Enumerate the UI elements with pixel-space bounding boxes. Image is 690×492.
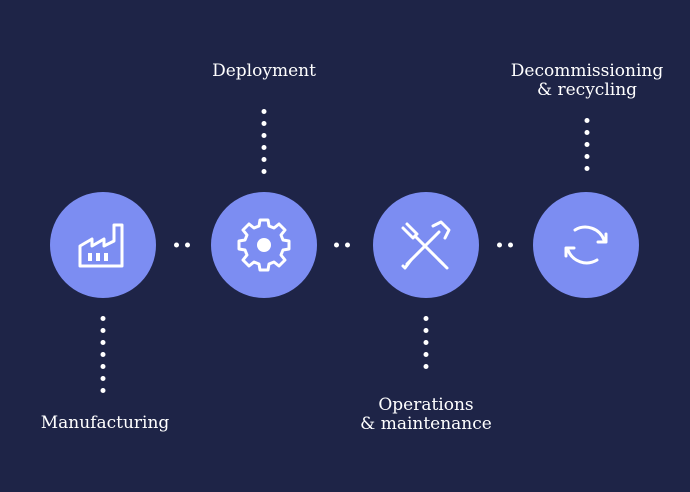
operations-label: Operations & maintenance bbox=[360, 396, 492, 434]
manufacturing-connector bbox=[100, 316, 106, 393]
decommissioning-label: Decommissioning & recycling bbox=[511, 62, 663, 100]
manufacturing-label-line-1: Manufacturing bbox=[40, 413, 170, 433]
factory-icon bbox=[78, 223, 124, 268]
recycle-arrows-icon bbox=[564, 225, 608, 265]
decommissioning-label-line-2: & recycling bbox=[536, 80, 638, 100]
horizontal-connector-3 bbox=[497, 242, 513, 248]
gear-icon bbox=[237, 218, 291, 272]
manufacturing-circle bbox=[50, 192, 156, 298]
deployment-label-line-1: Deployment bbox=[212, 61, 316, 81]
operations-circle bbox=[373, 192, 479, 298]
operations-label-line-2: & maintenance bbox=[360, 414, 492, 434]
horizontal-connector-1 bbox=[174, 242, 190, 248]
deployment-connector bbox=[261, 109, 267, 174]
manufacturing-label: Manufacturing bbox=[41, 414, 170, 433]
deployment-circle bbox=[211, 192, 317, 298]
deployment-label: Deployment bbox=[212, 62, 316, 81]
decommissioning-label-line-1: Decommissioning bbox=[510, 61, 664, 81]
decommissioning-circle bbox=[533, 192, 639, 298]
operations-connector bbox=[423, 316, 429, 369]
wrench-screwdriver-icon bbox=[401, 220, 451, 270]
decommissioning-connector bbox=[584, 118, 590, 171]
horizontal-connector-2 bbox=[334, 242, 350, 248]
operations-label-line-1: Operations bbox=[378, 395, 474, 415]
